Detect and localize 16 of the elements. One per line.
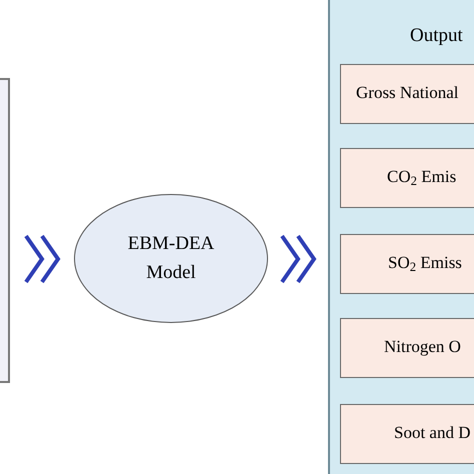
- double-chevron-arrow: [280, 234, 316, 284]
- node-label: CO$_{2}$ Emis: [387, 167, 456, 186]
- node-label: Soot and D: [394, 423, 470, 442]
- node-label: Output: [410, 25, 463, 46]
- output-box: [340, 318, 474, 378]
- output-box: [340, 148, 474, 208]
- node-label: Nitrogen O: [384, 337, 461, 356]
- output-box: [340, 234, 474, 294]
- double-chevron-arrow: [24, 234, 60, 284]
- node-label: SO$_{2}$ Emiss: [388, 253, 462, 272]
- output-box: [340, 404, 474, 464]
- node-label: Gross National: [356, 83, 458, 102]
- output-panel: [328, 0, 474, 474]
- empty-box: [0, 78, 10, 383]
- node-label: EBM-DEA Model: [128, 233, 214, 282]
- output-box: [340, 64, 474, 124]
